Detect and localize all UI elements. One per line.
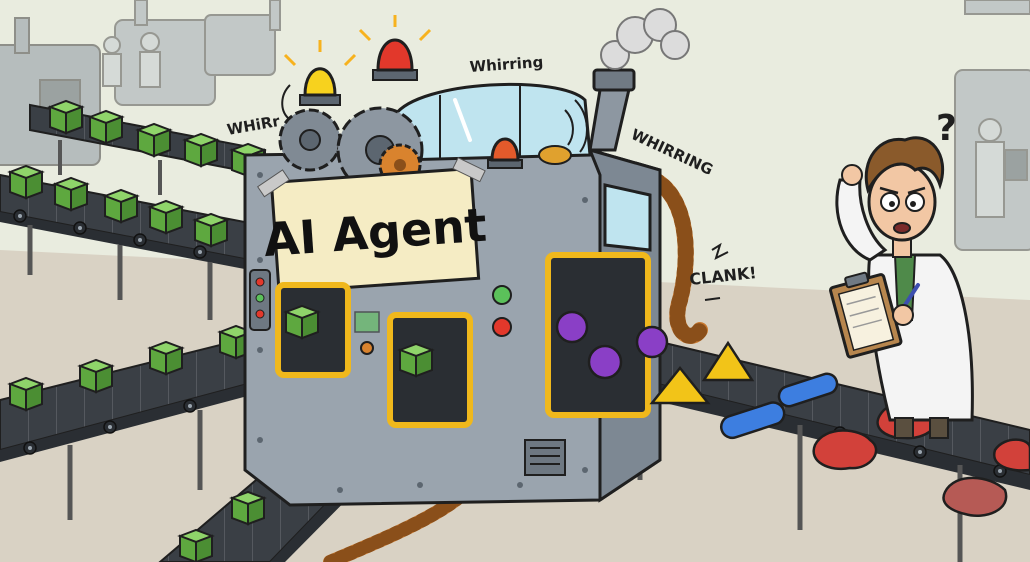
blue-cylinder	[777, 372, 839, 408]
purple-sphere	[555, 310, 589, 344]
smoke-cloud	[600, 8, 690, 70]
purple-sphere	[635, 325, 669, 359]
warning-light-icon	[487, 137, 523, 169]
question-mark-icon: ?	[936, 108, 957, 149]
warning-light-icon	[283, 40, 357, 106]
side-window	[603, 183, 652, 252]
red-blob	[812, 429, 878, 471]
output-objects	[555, 310, 1030, 517]
status-light-red	[492, 317, 512, 337]
green-cube	[399, 343, 433, 377]
ai-agent-machine: AI Agent	[243, 8, 690, 507]
yellow-pyramid	[649, 365, 711, 405]
vent-grill	[524, 439, 566, 476]
ai-agent-sign: AI Agent	[256, 157, 488, 294]
green-cube	[285, 305, 319, 339]
confused-scientist: ?	[829, 108, 974, 439]
yellow-pyramid	[701, 340, 755, 382]
red-blob	[993, 438, 1030, 472]
pen-icon	[903, 283, 920, 307]
red-blob	[942, 476, 1008, 517]
status-light-green	[492, 285, 512, 305]
motion-lines	[281, 84, 588, 153]
purple-sphere	[587, 344, 623, 380]
glass-dome	[393, 82, 592, 162]
blue-cylinder	[719, 401, 786, 440]
warning-light-icon	[358, 15, 432, 81]
sfx-whirring-top: Whirring	[469, 53, 544, 76]
clipboard-icon	[829, 271, 903, 359]
gear-icon	[278, 108, 342, 172]
